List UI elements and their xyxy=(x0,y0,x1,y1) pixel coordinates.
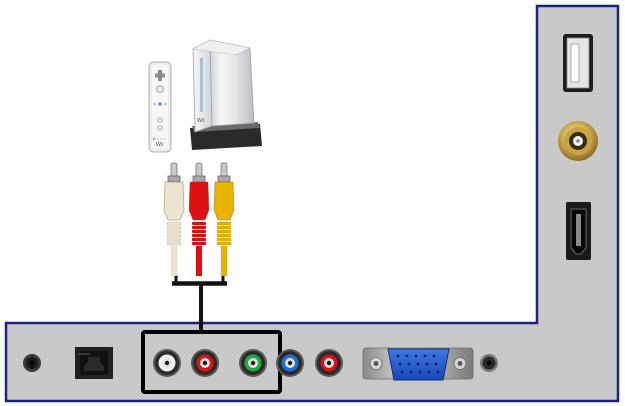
component-red-jack xyxy=(315,349,343,377)
hdmi-port xyxy=(566,202,591,260)
composite-green-jack xyxy=(239,349,267,377)
yellow-rca-plug xyxy=(214,163,234,276)
composite-white-jack xyxy=(153,349,181,377)
composite-red-jack xyxy=(191,349,219,377)
coax-antenna-port xyxy=(558,121,598,161)
wii-console-logo: Wii xyxy=(197,118,205,124)
component-blue-jack xyxy=(276,349,304,377)
red-rca-plug xyxy=(189,163,209,276)
wii-remote: Wii xyxy=(149,62,171,152)
wii-remote-logo: Wii xyxy=(156,142,164,148)
white-rca-plug xyxy=(164,163,184,276)
tv-back-panel xyxy=(6,6,618,401)
optical-audio-port xyxy=(75,347,113,379)
audio-out-jack xyxy=(23,354,41,372)
wii-console: Wii xyxy=(190,40,262,150)
vga-port xyxy=(363,348,473,380)
pc-audio-jack xyxy=(480,354,498,372)
usb-port xyxy=(563,34,593,92)
rca-cables xyxy=(164,163,234,276)
